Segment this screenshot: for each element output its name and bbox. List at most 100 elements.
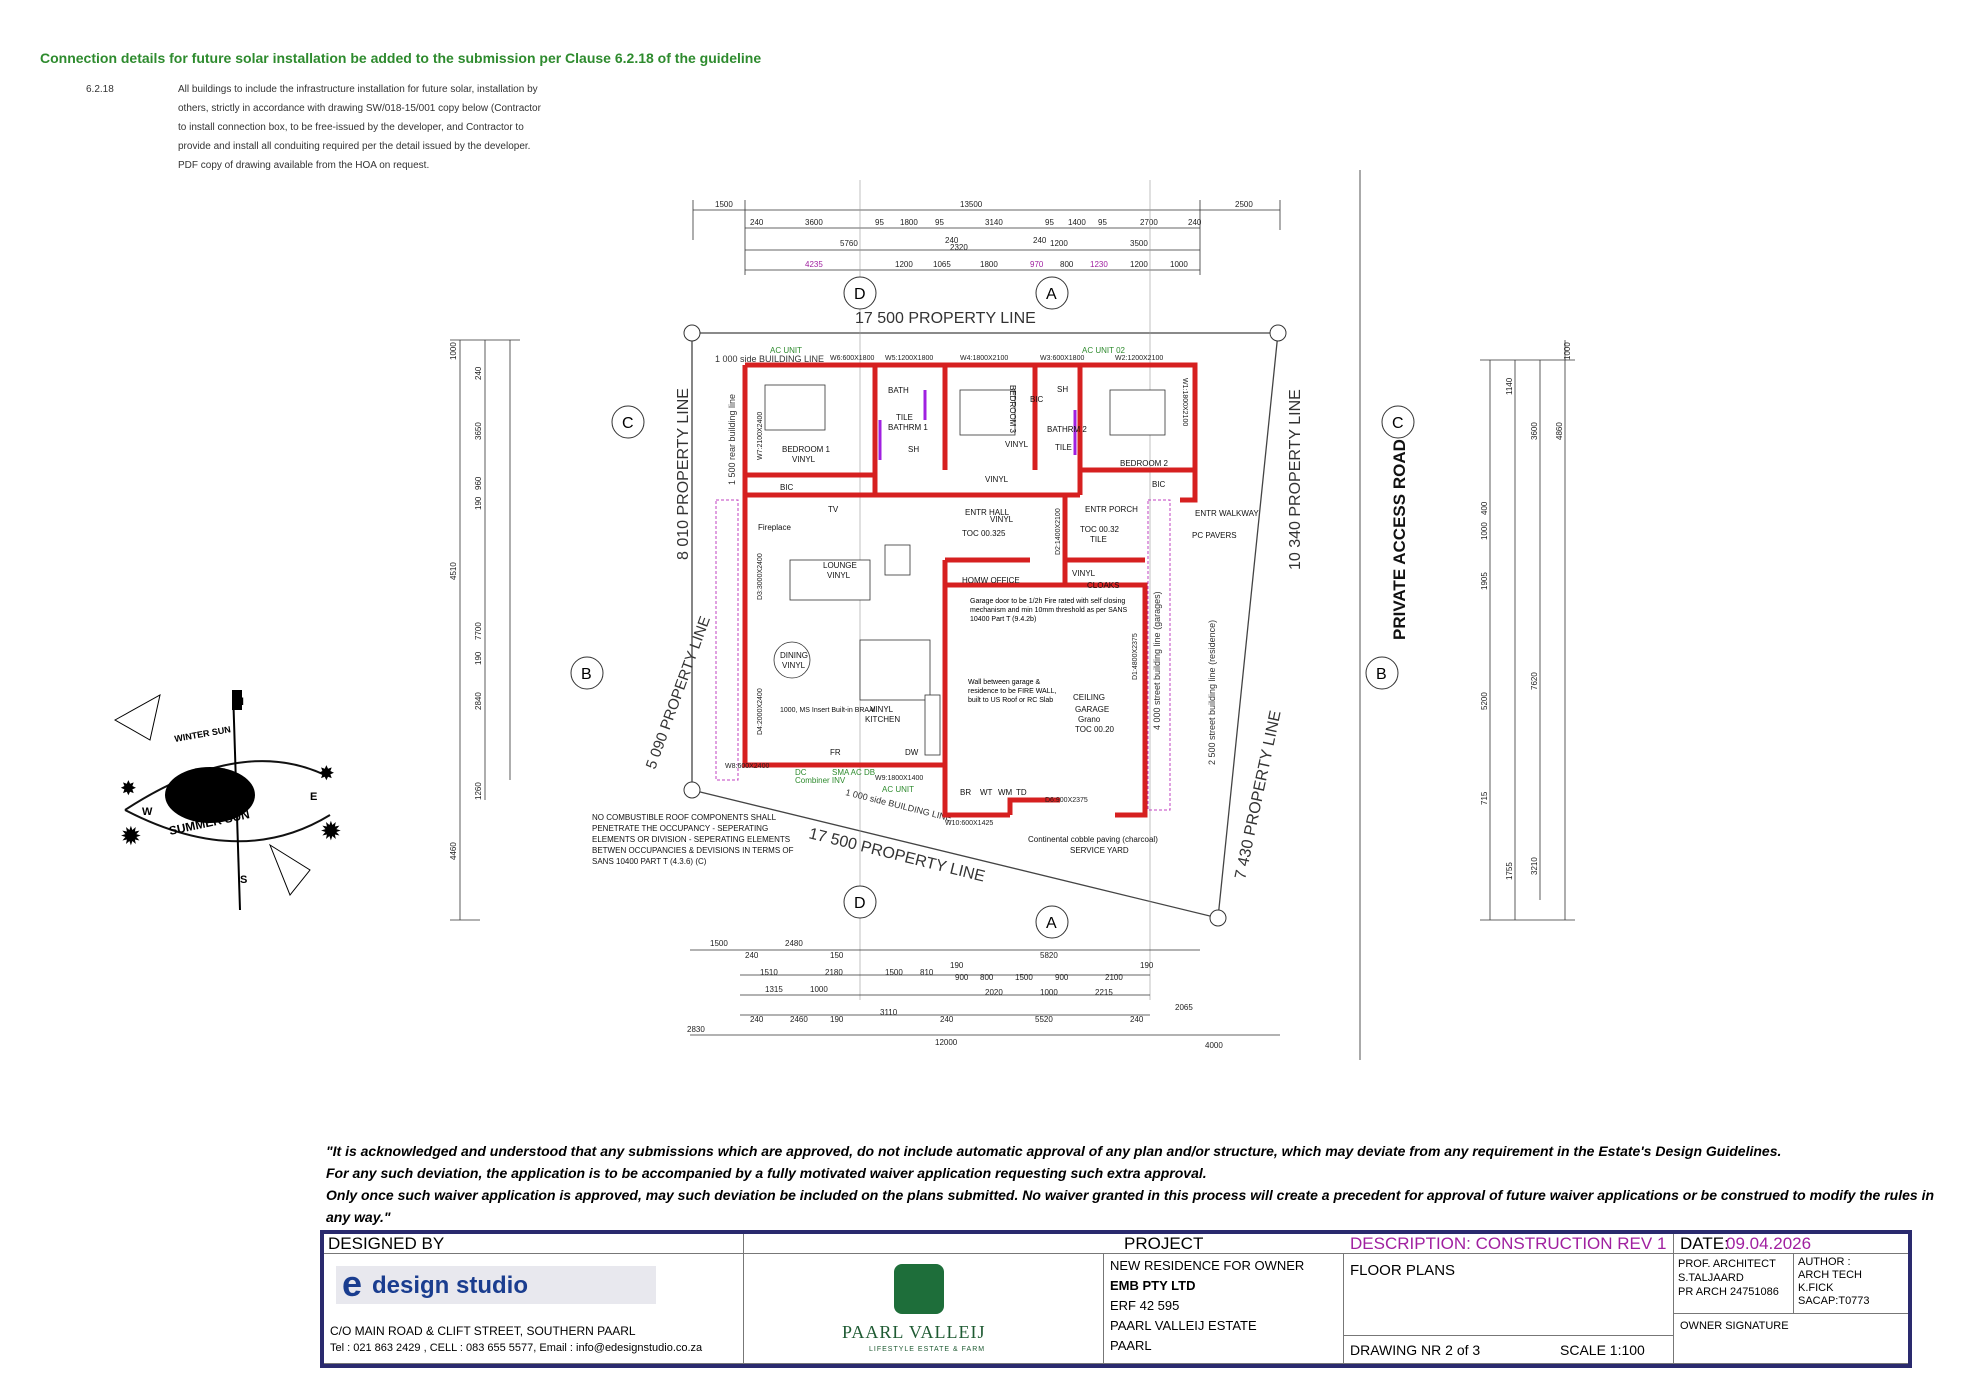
dim-bottom-r4: 190 — [830, 1015, 844, 1024]
section-marker-c-left-label: C — [622, 415, 634, 432]
author-line: ARCH TECH — [1798, 1269, 1862, 1281]
room-sh-2: SH — [1057, 385, 1068, 394]
sun-icon-winter: ✸ — [318, 763, 335, 785]
roof-note-line: PENETRATE THE OCCUPANCY - SEPERATING — [592, 824, 768, 833]
roof-note-line: NO COMBUSTIBLE ROOF COMPONENTS SHALL — [592, 813, 777, 822]
opening-w5: W5:1200X1800 — [885, 355, 933, 362]
dim-right: 1000 — [1480, 522, 1489, 540]
project-line: PAARL VALLEIJ ESTATE — [1110, 1318, 1257, 1333]
room-service-yard: SERVICE YARD — [1070, 846, 1129, 855]
right-dimension-lines — [1480, 340, 1575, 921]
room-vinyl-cloaks: VINYL — [1072, 569, 1096, 578]
room-entr-hall: ENTR HALL — [965, 508, 1010, 517]
dim-left: 4460 — [449, 842, 458, 860]
dc-label: DC — [795, 768, 807, 777]
property-line-right-lower: 7 430 PROPERTY LINE — [1232, 709, 1284, 881]
author-line: K.FICK — [1798, 1282, 1834, 1294]
section-marker-a-top-label: A — [1046, 286, 1057, 303]
room-labels: BEDROOM 1 VINYL BATH TILE BATHRM 1 SH BE… — [758, 346, 1259, 855]
dim-bottom-r5: 2065 — [1175, 1003, 1193, 1012]
room-bedroom-1-floor: VINYL — [792, 455, 816, 464]
dim-right: 1000 — [1563, 342, 1572, 360]
appliance-wm: WM — [998, 788, 1013, 797]
opening-codes: W6:600X1800 W5:1200X1800 W4:1800X2100 W3… — [725, 355, 1188, 827]
dim-bottom-r1: 1500 — [710, 939, 728, 948]
ac-unit-label: AC UNIT — [770, 346, 802, 355]
rear-building-line: 1 500 rear building line — [727, 394, 737, 485]
sun-icon-summer-e: ✹ — [320, 816, 342, 846]
opening-d2: D2:1400X2100 — [1055, 508, 1062, 555]
top-dimension-lines — [692, 200, 1281, 275]
dim-bottom-r2: 810 — [920, 968, 934, 977]
dim-bottom-r3: 1315 — [765, 985, 783, 994]
fire-wall-note: Wall between garage & residence to be FI… — [968, 679, 1057, 704]
estate-tagline: LIFESTYLE ESTATE & FARM — [869, 1346, 986, 1353]
room-garage-floor: Grano — [1078, 715, 1101, 724]
garage-door-note-box: Garage door to be 1/2h Fire rated with s… — [970, 598, 1127, 623]
dim-bottom-r1: 5820 — [1040, 951, 1058, 960]
dim-top-r2: 2700 — [1140, 218, 1158, 227]
clause-line: others, strictly in accordance with draw… — [178, 103, 541, 114]
section-marker-a-bottom-label: A — [1046, 915, 1057, 932]
left-dimension-lines — [450, 339, 520, 921]
dim-right: 7620 — [1530, 672, 1539, 690]
opening-d6: D6:900X2375 — [1045, 797, 1088, 804]
dim-top-r2: 1800 — [900, 218, 918, 227]
winter-sun-arc — [124, 760, 326, 811]
dim-right: 1140 — [1505, 377, 1514, 395]
dim-top-r4: 1000 — [1170, 260, 1188, 269]
author-cell: AUTHOR : ARCH TECH K.FICK SACAP:T0773 — [1794, 1254, 1908, 1314]
setback-zone-right — [1147, 499, 1171, 811]
title-block: DESIGNED BY PROJECT DESCRIPTION: CONSTRU… — [320, 1230, 1912, 1368]
section-markers: D A C C B B D A — [570, 276, 1415, 939]
room-entr-porch-floor: TILE — [1090, 535, 1107, 544]
solar-note-title: Connection details for future solar inst… — [40, 50, 762, 66]
dim-bottom-r2: 190 — [950, 961, 964, 970]
room-ceiling: CEILING — [1073, 693, 1105, 702]
opening-w9: W9:1800X1400 — [875, 775, 923, 782]
dim-top-1: 1500 — [715, 200, 733, 209]
floor-plan-drawing: 1500 13500 2500 240 3600 95 1800 95 3140… — [113, 170, 1575, 1060]
clause-line: PDF copy of drawing available from the H… — [178, 160, 430, 171]
room-tv: TV — [828, 505, 839, 514]
dim-right: 400 — [1480, 501, 1489, 515]
section-marker-a-top — [1035, 276, 1069, 310]
architect-cell: PROF. ARCHITECT S.TALJAARD PR ARCH 24751… — [1674, 1254, 1794, 1314]
studio-logo-e: e — [342, 1263, 363, 1304]
architect-line: PROF. ARCHITECT — [1678, 1258, 1776, 1270]
wet-walls — [878, 390, 1077, 460]
room-bic-2: BIC — [1152, 480, 1166, 489]
sun-icon-winter-w: ✸ — [120, 778, 137, 800]
room-bic: BIC — [1030, 395, 1044, 404]
property-line-left-lower: 5 090 PROPERTY LINE — [643, 614, 714, 771]
room-entr-walkway: ENTR WALKWAY — [1195, 509, 1259, 518]
dim-top-3: 2500 — [1235, 200, 1253, 209]
room-bathrm-1: BATHRM 1 — [888, 423, 928, 432]
room-garage-toc: TOC 00.20 — [1075, 725, 1115, 734]
sun-icon-summer-w: ✹ — [120, 821, 142, 851]
bottom-dimension-texts: 1500 2480 150 5820 240 1510 2180 1500 81… — [687, 939, 1223, 1050]
furniture — [764, 384, 1166, 756]
dim-left: 7700 — [474, 622, 483, 640]
appliance-td: TD — [1016, 788, 1027, 797]
room-bedroom-3: BEDROOM 3 — [1008, 385, 1017, 434]
compass-sun-diagram: N S E W WINTER SUN SUMMER SUN ✸ ✹ ✹ ✸ — [113, 689, 342, 911]
description-cell: DESCRIPTION: CONSTRUCTION REV 1 — [1344, 1234, 1674, 1254]
drawing-nr-cell: DRAWING NR 2 of 3 SCALE 1:100 — [1344, 1336, 1674, 1364]
room-sh: SH — [908, 445, 919, 454]
dim-top-r2: 95 — [935, 218, 944, 227]
drawing-title-cell: FLOOR PLANS — [1344, 1254, 1674, 1336]
setback-zone-left — [715, 499, 739, 781]
property-line-top: 17 500 PROPERTY LINE — [855, 310, 1036, 327]
private-access-road: PRIVATE ACCESS ROAD — [1390, 439, 1409, 640]
room-lounge-floor: VINYL — [827, 571, 851, 580]
room-pc-pavers: PC PAVERS — [1192, 531, 1237, 540]
dim-bottom-r2: 2180 — [825, 968, 843, 977]
dim-bottom-r4: 240 — [750, 1015, 764, 1024]
owner-signature-cell[interactable]: OWNER SIGNATURE — [1674, 1314, 1908, 1364]
opening-w4: W4:1800X2100 — [960, 355, 1008, 362]
date-cell: DATE: 09.04.2026 — [1674, 1234, 1908, 1254]
dim-right: 715 — [1480, 791, 1489, 805]
room-tile-2: TILE — [1055, 443, 1072, 452]
dim-top-r2: 95 — [1045, 218, 1054, 227]
